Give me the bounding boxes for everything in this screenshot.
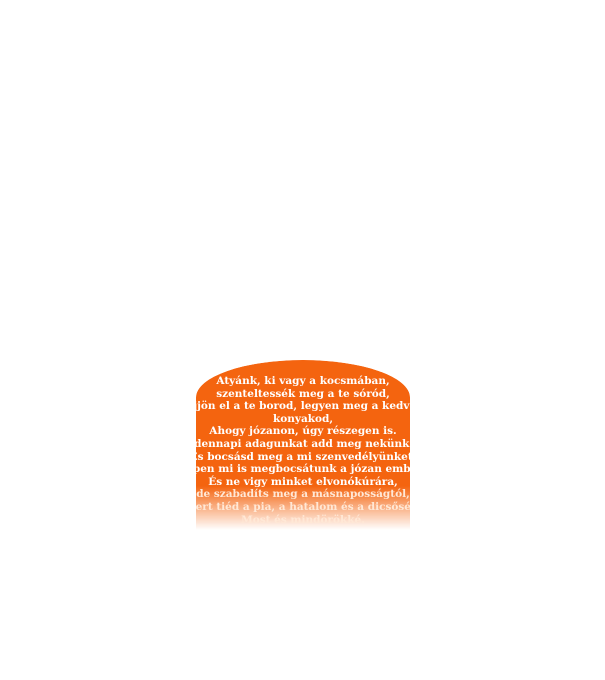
- orange-blob-shape: [196, 360, 410, 530]
- poem-text: Atyánk, ki vagy a kocsmában, szenteltess…: [196, 375, 410, 526]
- poem-line: de szabadíts meg a másnaposságtól,: [196, 488, 410, 501]
- poem-line: mindennapi adagunkat add meg nekünk ma,: [196, 437, 410, 450]
- poem-line: Ahogy józanon, úgy részegen is.: [209, 425, 397, 438]
- orange-text-blob: Atyánk, ki vagy a kocsmában, szenteltess…: [196, 360, 410, 530]
- poem-line: És ne vigy minket elvonókúrára,: [208, 475, 398, 488]
- poem-line: Mert tiéd a pia, a hatalom és a dicsőség…: [196, 500, 410, 513]
- poem-line: És bocsásd meg a mi szenvedélyünket,: [196, 450, 410, 463]
- poem-line: jöjjön el a te borod, legyen meg a kedve…: [196, 400, 410, 413]
- poem-line: Miképpen mi is megbocsátunk a józan embe…: [196, 463, 410, 476]
- poem-line: Atyánk, ki vagy a kocsmában,: [216, 375, 390, 387]
- poem-line: konyakod,: [272, 412, 334, 425]
- poem-line: szenteltessék meg a te sóród,: [216, 387, 390, 400]
- poem-line: Most és mindörökké.: [241, 513, 365, 526]
